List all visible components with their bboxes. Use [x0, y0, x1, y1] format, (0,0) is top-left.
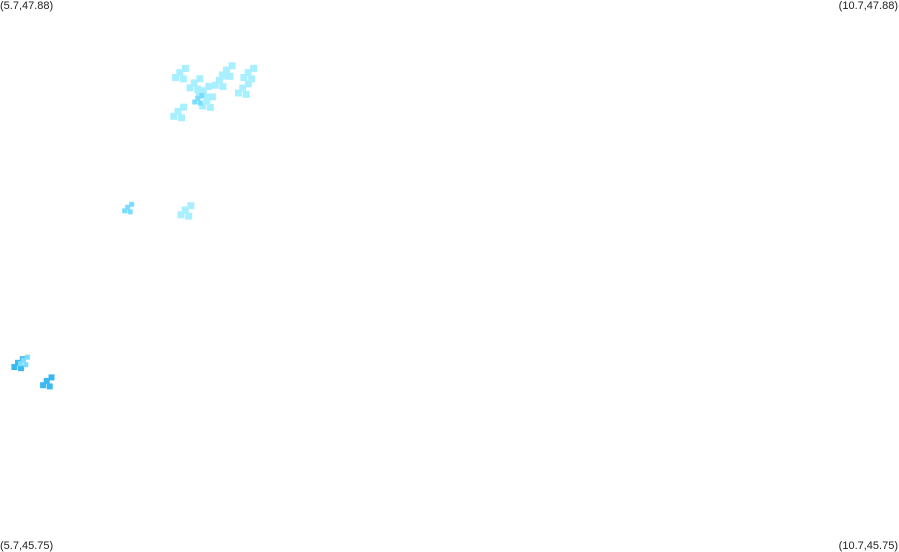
precip-cell-light [240, 64, 258, 83]
corner-label-bottom-right: (10.7,45.75) [838, 540, 898, 552]
corner-label-top-right: (10.7,47.88) [838, 0, 898, 12]
precip-cell-mid [17, 354, 30, 368]
precip-cell-light [199, 93, 216, 111]
corner-label-top-left: (5.7,47.88) [0, 0, 54, 12]
precip-cell-light [235, 80, 252, 98]
precip-cell-light [186, 75, 204, 93]
corner-label-bottom-left: (5.7,45.75) [0, 540, 54, 552]
precip-cell-light [218, 62, 236, 80]
precip-cell-light [170, 103, 188, 122]
precip-cell-light [195, 83, 213, 101]
precip-cell-light [177, 202, 195, 220]
precip-cell-light [172, 64, 189, 83]
precip-cell-mid [192, 93, 205, 106]
precip-cell-mid [122, 201, 135, 215]
precip-cell-strong [40, 374, 55, 390]
